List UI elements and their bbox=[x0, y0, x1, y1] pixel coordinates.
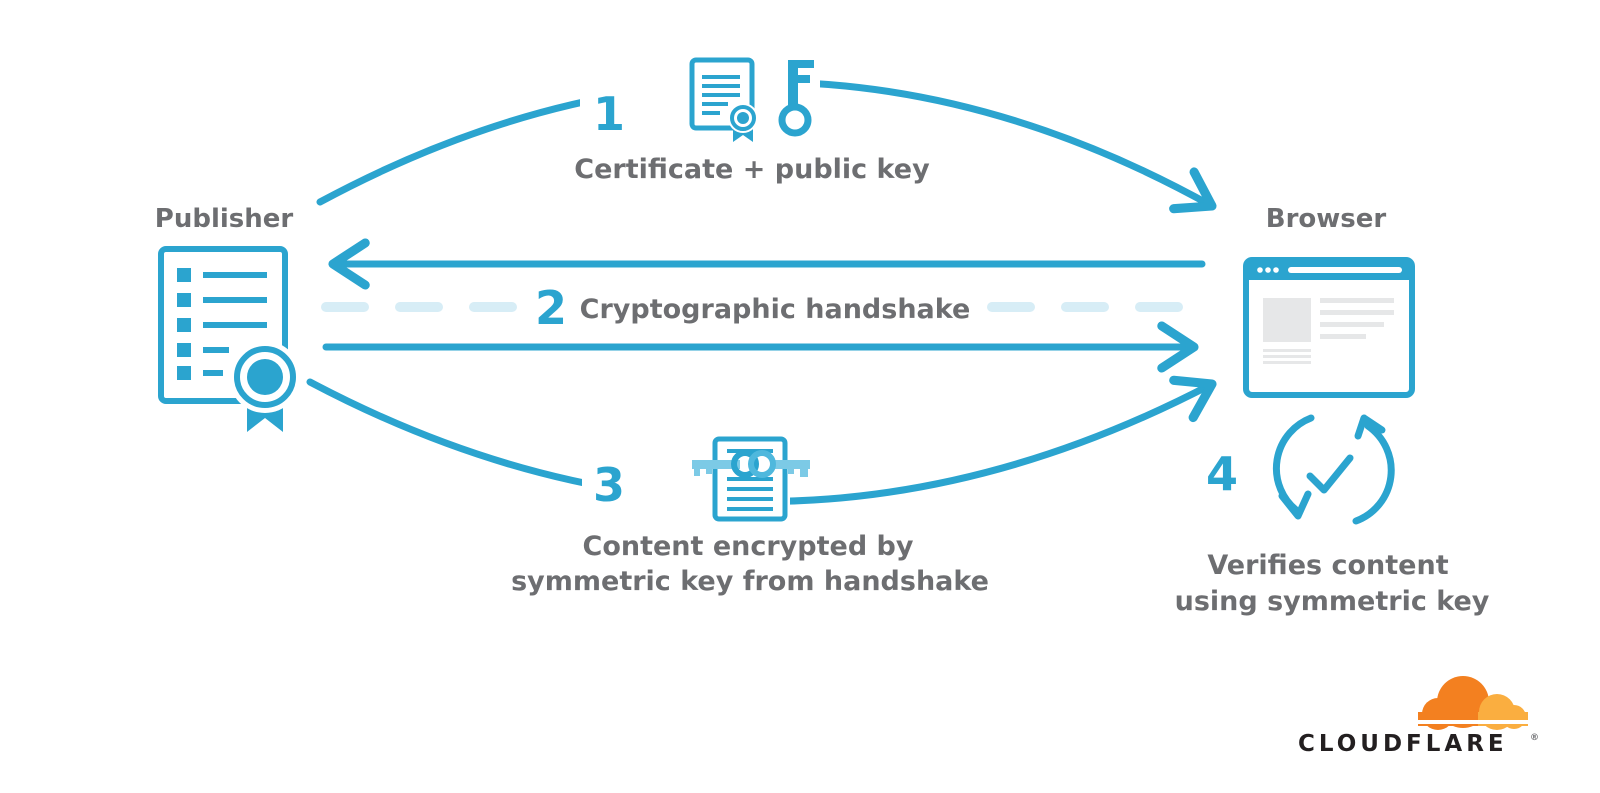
chained-keys-document-icon bbox=[692, 436, 810, 522]
step1-number: 1 bbox=[593, 87, 625, 141]
trademark-symbol: ® bbox=[1530, 733, 1539, 743]
refresh-check-icon bbox=[1272, 414, 1395, 525]
step3-number: 3 bbox=[593, 458, 625, 512]
step2-number: 2 bbox=[535, 281, 567, 335]
step1-label: Certificate + public key bbox=[574, 154, 930, 185]
cloudflare-cloud-icon bbox=[1418, 676, 1530, 730]
certificate-document-icon bbox=[158, 246, 301, 432]
publisher-label: Publisher bbox=[155, 204, 294, 234]
step4-label-line2: using symmetric key bbox=[1175, 586, 1490, 617]
cloudflare-wordmark: CLOUDFLARE bbox=[1298, 731, 1508, 757]
certificate-icon bbox=[689, 57, 758, 142]
step3-label-line1: Content encrypted by bbox=[583, 531, 914, 562]
browser-label: Browser bbox=[1266, 204, 1387, 234]
step2-label: Cryptographic handshake bbox=[580, 294, 971, 325]
step4-label-line1: Verifies content bbox=[1207, 550, 1448, 581]
step4-number: 4 bbox=[1206, 447, 1238, 501]
key-icon bbox=[778, 60, 814, 137]
browser-window-icon bbox=[1243, 257, 1415, 398]
step3-label-line2: symmetric key from handshake bbox=[511, 566, 989, 597]
